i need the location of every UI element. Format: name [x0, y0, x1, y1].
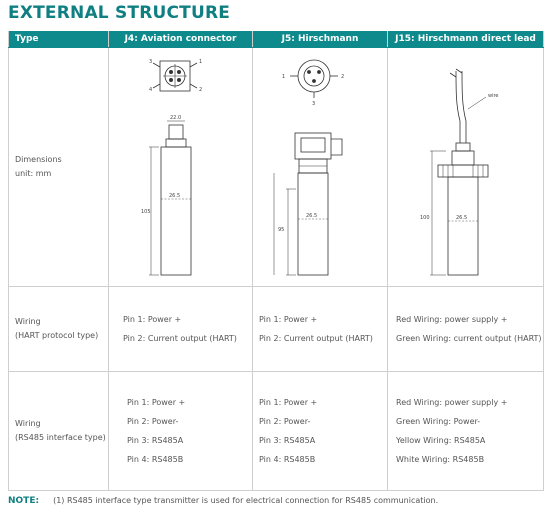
wiring-line: Pin 1: Power + [259, 398, 318, 407]
j4-aviation-connector-drawing: 3 1 4 2 22.0 105 26.5 [141, 59, 202, 276]
footnote: NOTE: (1) RS485 interface type transmitte… [8, 496, 438, 506]
dimensions-label-cell: Dimensions unit: mm [8, 47, 109, 287]
wiring-line: Yellow Wiring: RS485A [396, 436, 486, 445]
rs485-j15-cell: Red Wiring: power supply + Green Wiring:… [387, 371, 544, 491]
j5-pin-label: 2 [341, 74, 344, 80]
table-row-dimensions: Dimensions unit: mm [8, 47, 544, 287]
wiring-line: White Wiring: RS485B [396, 455, 485, 464]
page-title: EXTERNAL STRUCTURE [8, 3, 231, 23]
wiring-line: Pin 1: Power + [123, 315, 182, 324]
header-type: Type [8, 31, 109, 48]
j5-plug-housing [294, 132, 332, 160]
j4-housing-body [160, 146, 191, 276]
j5-housing-body [297, 172, 329, 276]
j5-pin-label: 1 [282, 74, 285, 80]
j15-drawing-cell: wire 100 26.5 [387, 47, 544, 287]
j5-drawing-cell: 1 2 3 95 26.5 [252, 47, 388, 287]
j15-cable [455, 70, 460, 143]
rs485-label-cell: Wiring (RS485 interface type) [8, 371, 109, 491]
table-row-wiring-hart: Wiring (HART protocol type) Pin 1: Power… [8, 286, 544, 372]
wiring-line: Pin 3: RS485A [127, 436, 184, 445]
hart-label: Wiring [15, 317, 41, 326]
wiring-line: Pin 2: Current output (HART) [259, 334, 373, 343]
wiring-line: Red Wiring: power supply + [396, 398, 508, 407]
wiring-line: Pin 1: Power + [127, 398, 186, 407]
j4-pin-label: 1 [199, 59, 202, 65]
rs485-label: Wiring [15, 419, 41, 428]
j4-dim-height: 105 [141, 209, 151, 215]
dimensions-unit: unit: mm [15, 169, 52, 178]
j15-housing-body [447, 176, 478, 276]
j4-dim-body: 26.5 [169, 193, 180, 199]
j4-pin-label: 3 [149, 59, 152, 65]
hart-j4-cell: Pin 1: Power + Pin 2: Current output (HA… [108, 286, 253, 372]
wiring-line: Pin 2: Power- [127, 417, 179, 426]
wiring-line: Green Wiring: current output (HART) [396, 334, 542, 343]
j15-dim-body: 26.5 [456, 215, 467, 221]
hart-label-sub: (HART protocol type) [15, 331, 99, 340]
j5-dim-body: 26.5 [306, 213, 317, 219]
j5-connector-face [297, 59, 331, 93]
wiring-line: Pin 3: RS485A [259, 436, 316, 445]
table-row-wiring-rs485: Wiring (RS485 interface type) Pin 1: Pow… [8, 371, 544, 491]
j4-drawing-cell: 3 1 4 2 22.0 105 26.5 [108, 47, 253, 287]
j4-pin-label: 2 [199, 87, 202, 93]
note-label: NOTE: [8, 496, 40, 506]
hart-j5-cell: Pin 1: Power + Pin 2: Current output (HA… [252, 286, 388, 372]
header-j4: J4: Aviation connector [108, 31, 253, 48]
table-header-row: Type J4: Aviation connector J5: Hirschma… [8, 31, 544, 48]
rs485-j5-cell: Pin 1: Power + Pin 2: Power- Pin 3: RS48… [252, 371, 388, 491]
j4-flange-square [159, 60, 190, 92]
j4-pin-label: 4 [149, 87, 152, 93]
j4-connector-head [168, 124, 183, 140]
wiring-line: Pin 4: RS485B [259, 455, 316, 464]
j5-hirschmann-drawing: 1 2 3 95 26.5 [273, 59, 344, 276]
j5-pin-label: 3 [312, 101, 315, 107]
dimensions-label: Dimensions [15, 155, 62, 164]
wiring-line: Green Wiring: Power- [396, 417, 481, 426]
wiring-line: Pin 1: Power + [259, 315, 318, 324]
hart-label-cell: Wiring (HART protocol type) [8, 286, 109, 372]
wiring-line: Pin 2: Current output (HART) [123, 334, 237, 343]
wiring-line: Pin 4: RS485B [127, 455, 184, 464]
rs485-j4-cell: Pin 1: Power + Pin 2: Power- Pin 3: RS48… [108, 371, 253, 491]
j15-cap [437, 164, 488, 178]
j15-wire-label: wire [488, 93, 499, 99]
note-text: (1) RS485 interface type transmitter is … [53, 496, 439, 505]
j15-dim-height: 100 [420, 215, 430, 221]
header-j5: J5: Hirschmann [252, 31, 388, 48]
rs485-label-sub: (RS485 interface type) [15, 433, 106, 442]
wiring-line: Red Wiring: power supply + [396, 315, 508, 324]
j5-dim-height: 95 [278, 227, 284, 233]
structure-table: Type J4: Aviation connector J5: Hirschma… [8, 31, 544, 491]
hart-j15-cell: Red Wiring: power supply + Green Wiring:… [387, 286, 544, 372]
j4-dim-top: 22.0 [170, 115, 181, 121]
wiring-line: Pin 2: Power- [259, 417, 311, 426]
j15-gland [451, 150, 474, 166]
j15-direct-lead-drawing: wire 100 26.5 [420, 68, 499, 276]
header-j15: J15: Hirschmann direct lead [387, 31, 544, 48]
